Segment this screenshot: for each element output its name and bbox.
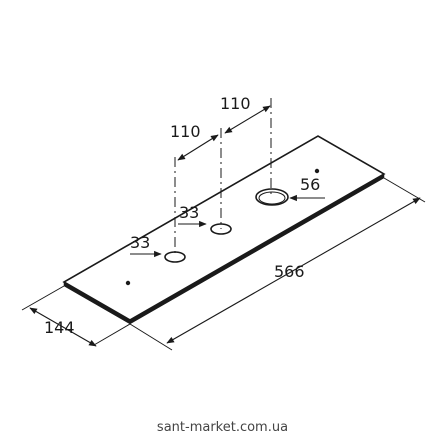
hole-large-label: 56	[300, 175, 320, 194]
length-dimension-line	[166, 197, 421, 344]
small-screw-hole-left	[125, 280, 131, 286]
hole-large	[255, 188, 289, 206]
plate-thickness-side	[129, 173, 385, 325]
hole-left	[164, 251, 186, 263]
width-dimension-line	[29, 307, 97, 347]
width-label: 144	[44, 318, 75, 337]
length-dimension	[129, 177, 426, 351]
spacing-left-label: 110	[170, 122, 201, 141]
small-screw-hole-right	[314, 168, 320, 174]
spacing-right-dimension-line	[224, 105, 271, 134]
plate-top-face	[62, 135, 386, 321]
width-dimension	[21, 285, 131, 347]
watermark: sant-market.com.ua	[156, 420, 289, 435]
hole-left-label: 33	[130, 233, 150, 252]
hole-middle-label: 33	[179, 203, 199, 222]
mounting-plate	[62, 135, 386, 325]
length-label: 566	[274, 262, 305, 281]
spacing-left-dimension-line	[177, 134, 219, 161]
spacing-right-label: 110	[220, 94, 251, 113]
hole-large-inner	[258, 191, 286, 205]
